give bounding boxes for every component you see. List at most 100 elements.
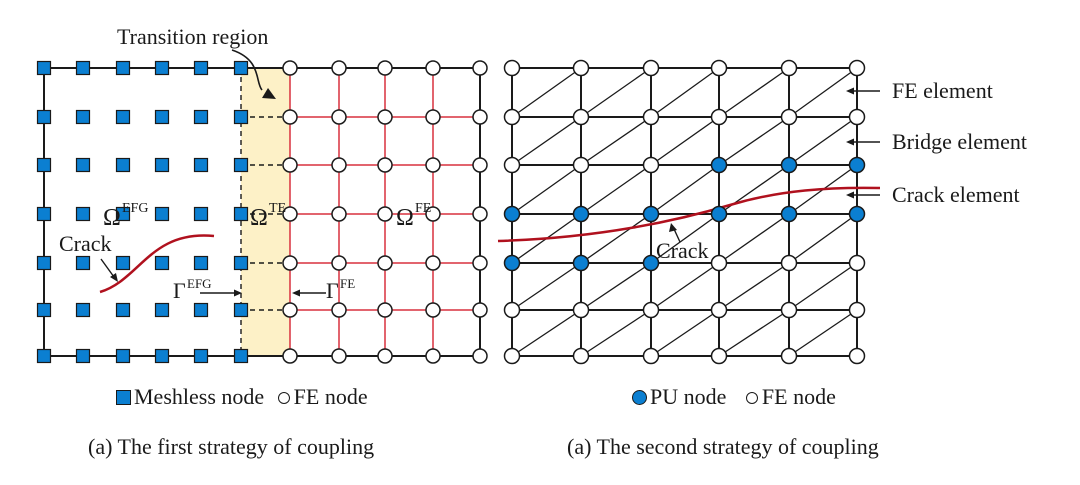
- meshless-node: [193, 348, 209, 364]
- pu-node: [848, 156, 866, 174]
- pu-node: [848, 205, 866, 223]
- fe-element-annotation: FE element: [846, 78, 993, 103]
- meshless-node: [115, 109, 131, 125]
- fe-node: [472, 60, 488, 76]
- pu-node: [572, 254, 590, 272]
- triangle-diagonal: [580, 164, 652, 215]
- fe-node: [710, 347, 728, 365]
- triangle-diagonal: [580, 116, 652, 166]
- transition-arrow-head: [262, 88, 276, 99]
- triangle-diagonal: [788, 262, 858, 311]
- fe-node: [331, 60, 347, 76]
- crack-element-label: Crack element: [892, 182, 1020, 207]
- fe-node: [282, 109, 298, 125]
- fe-node: [472, 255, 488, 271]
- meshless-node-legend-icon: [116, 390, 131, 405]
- omega-fe-label: Ω FE: [396, 201, 431, 231]
- left-grid-nodes: [36, 60, 488, 364]
- meshless-node: [233, 157, 249, 173]
- fe-node: [377, 206, 393, 222]
- right-caption: (a) The second strategy of coupling: [567, 434, 879, 459]
- fe-node: [377, 348, 393, 364]
- fe-node: [472, 348, 488, 364]
- fe-node: [425, 255, 441, 271]
- meshless-node: [233, 109, 249, 125]
- triangle-diagonal: [580, 309, 652, 357]
- fe-node: [848, 254, 866, 272]
- meshless-node: [233, 206, 249, 222]
- left-crack-pointer-head: [110, 273, 118, 282]
- meshless-node: [75, 60, 91, 76]
- triangle-diagonal: [650, 309, 720, 357]
- triangle-diagonal: [718, 67, 790, 118]
- meshless-node: [75, 109, 91, 125]
- pu-node: [642, 254, 660, 272]
- meshless-node: [154, 60, 170, 76]
- meshless-node: [36, 302, 52, 318]
- meshless-node: [193, 206, 209, 222]
- fe-node: [503, 301, 521, 319]
- fe-node: [503, 108, 521, 126]
- triangle-diagonal: [511, 262, 582, 311]
- omega-efg-label: Ω EFG: [103, 201, 148, 231]
- meshless-node: [36, 206, 52, 222]
- fe-node: [425, 206, 441, 222]
- meshless-node: [233, 60, 249, 76]
- meshless-node: [36, 348, 52, 364]
- fe-node: [282, 302, 298, 318]
- fe-node: [848, 108, 866, 126]
- meshless-node: [75, 206, 91, 222]
- pu-node: [710, 156, 728, 174]
- left-caption: (a) The first strategy of coupling: [88, 434, 375, 459]
- meshless-node: [115, 302, 131, 318]
- bridge-element-arrowhead: [846, 138, 854, 146]
- meshless-node: [233, 348, 249, 364]
- fe-node: [642, 347, 660, 365]
- fe-node: [472, 302, 488, 318]
- omega-te-base: Ω: [250, 205, 268, 231]
- pu-node: [503, 205, 521, 223]
- left-crack-label: Crack: [59, 231, 112, 256]
- left-legend: Meshless node FE node: [116, 384, 368, 410]
- fe-node: [425, 60, 441, 76]
- pu-node-legend-icon: [632, 390, 647, 405]
- triangle-diagonal: [718, 116, 790, 166]
- fe-node: [572, 108, 590, 126]
- fe-node: [331, 109, 347, 125]
- triangle-diagonal: [650, 164, 720, 215]
- fe-node: [282, 206, 298, 222]
- meshless-node: [193, 302, 209, 318]
- fe-node: [282, 157, 298, 173]
- omega-fe-sup: FE: [415, 201, 431, 216]
- fe-node: [472, 206, 488, 222]
- triangle-diagonal: [788, 116, 858, 166]
- meshless-node: [233, 302, 249, 318]
- gamma-fe-arrowhead: [292, 289, 300, 297]
- fe-node-legend-label-right: FE node: [761, 384, 836, 409]
- triangle-diagonal: [788, 213, 858, 264]
- fe-node: [377, 255, 393, 271]
- triangle-diagonal: [718, 164, 790, 215]
- fe-node: [642, 108, 660, 126]
- fe-node: [642, 156, 660, 174]
- fe-node: [503, 59, 521, 77]
- meshless-node: [154, 302, 170, 318]
- fe-node: [848, 59, 866, 77]
- triangle-diagonal: [650, 116, 720, 166]
- pu-node: [572, 205, 590, 223]
- pu-node: [780, 205, 798, 223]
- gamma-efg-base: Γ: [173, 278, 186, 303]
- fe-node: [572, 156, 590, 174]
- fe-node: [377, 302, 393, 318]
- fe-node: [425, 109, 441, 125]
- meshless-node: [36, 157, 52, 173]
- fe-node: [282, 348, 298, 364]
- fe-element-arrowhead: [846, 87, 854, 95]
- triangle-diagonal: [511, 116, 582, 166]
- fe-node: [331, 206, 347, 222]
- fe-node: [848, 347, 866, 365]
- left-panel-first-strategy: Transition region Ω EFG Ω TE Ω FE Γ EFG …: [36, 24, 488, 364]
- fe-node: [282, 255, 298, 271]
- fe-node: [710, 301, 728, 319]
- fe-node: [710, 59, 728, 77]
